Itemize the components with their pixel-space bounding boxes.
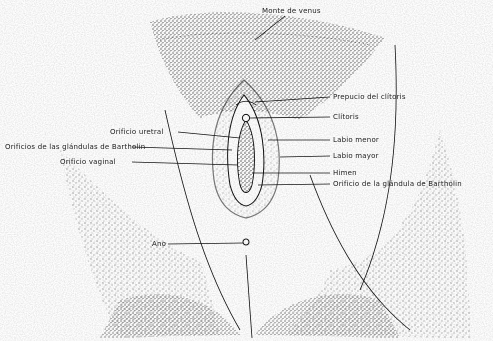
label-monte-de-venus: Monte de venus: [262, 7, 321, 15]
label-clitoris: Clítoris: [333, 113, 359, 121]
label-orificio-vaginal: Orificio vaginal: [60, 158, 116, 166]
label-labio-mayor: Labio mayor: [333, 152, 379, 160]
label-himen: Himen: [333, 169, 357, 177]
label-orificio-bartholin-right: Orificio de la glándula de Bartholin: [333, 180, 462, 188]
label-ano: Ano: [152, 240, 166, 248]
label-prepucio: Prepucio del clítoris: [333, 93, 406, 101]
label-orificio-uretral: Orificio uretral: [110, 128, 164, 136]
label-labio-menor: Labio menor: [333, 136, 379, 144]
label-orificios-bartholin-left: Orificios de las glándulas de Bartholin: [5, 143, 145, 151]
